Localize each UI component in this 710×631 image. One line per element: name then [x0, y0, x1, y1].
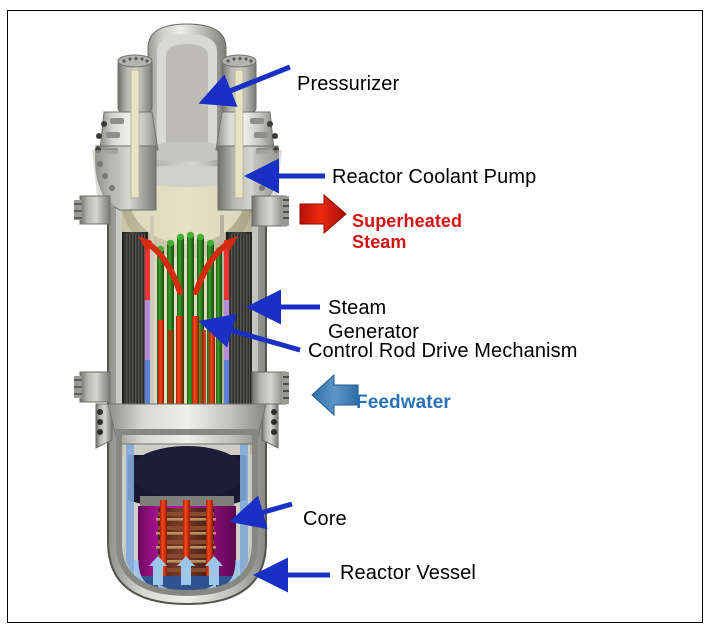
control-rod-arrow — [198, 313, 301, 353]
coolant-flow-hot — [147, 242, 229, 295]
steam-outlet-nozzle — [251, 195, 289, 227]
vessel-support-bracket-left — [95, 403, 113, 449]
vessel-nozzle-left-upper — [74, 195, 111, 225]
callout-leaders — [198, 64, 330, 593]
core-arrow — [229, 495, 293, 530]
feedwater-inlet-nozzle — [251, 371, 289, 405]
vessel-support-bracket-right — [261, 403, 279, 449]
label-steam: Steam — [328, 297, 387, 319]
hot-flow-arrowhead-right — [224, 236, 238, 252]
vessel-transition-cone — [107, 403, 267, 445]
coolant-flow-cold — [149, 556, 223, 585]
core-region — [124, 430, 250, 592]
label-superheated-steam-line2: Steam — [352, 232, 407, 252]
label-reactor-coolant-pump: Reactor Coolant Pump — [332, 166, 537, 188]
label-core: Core — [303, 508, 347, 530]
label-superheated-steam-line1: Superheated — [352, 211, 463, 231]
figure-border — [7, 10, 703, 623]
label-feedwater: Feedwater — [356, 392, 451, 413]
label-control-rod-drive-mechanism: Control Rod Drive Mechanism — [308, 340, 578, 362]
coolant-pump-right — [215, 54, 282, 211]
coolant-pump-left — [92, 54, 159, 211]
vessel-nozzle-left-lower — [74, 371, 111, 403]
hot-flow-arrowhead-left — [138, 236, 152, 252]
pressurizer-arrow — [198, 64, 291, 107]
label-reactor-vessel: Reactor Vessel — [340, 562, 476, 584]
label-pressurizer: Pressurizer — [297, 73, 400, 95]
superheated-steam-arrow[interactable] — [299, 193, 347, 235]
steam-generator-left — [122, 232, 150, 427]
label-generator: Generator — [328, 321, 419, 343]
feedwater-arrow[interactable] — [311, 373, 359, 417]
control-rods — [158, 316, 215, 468]
